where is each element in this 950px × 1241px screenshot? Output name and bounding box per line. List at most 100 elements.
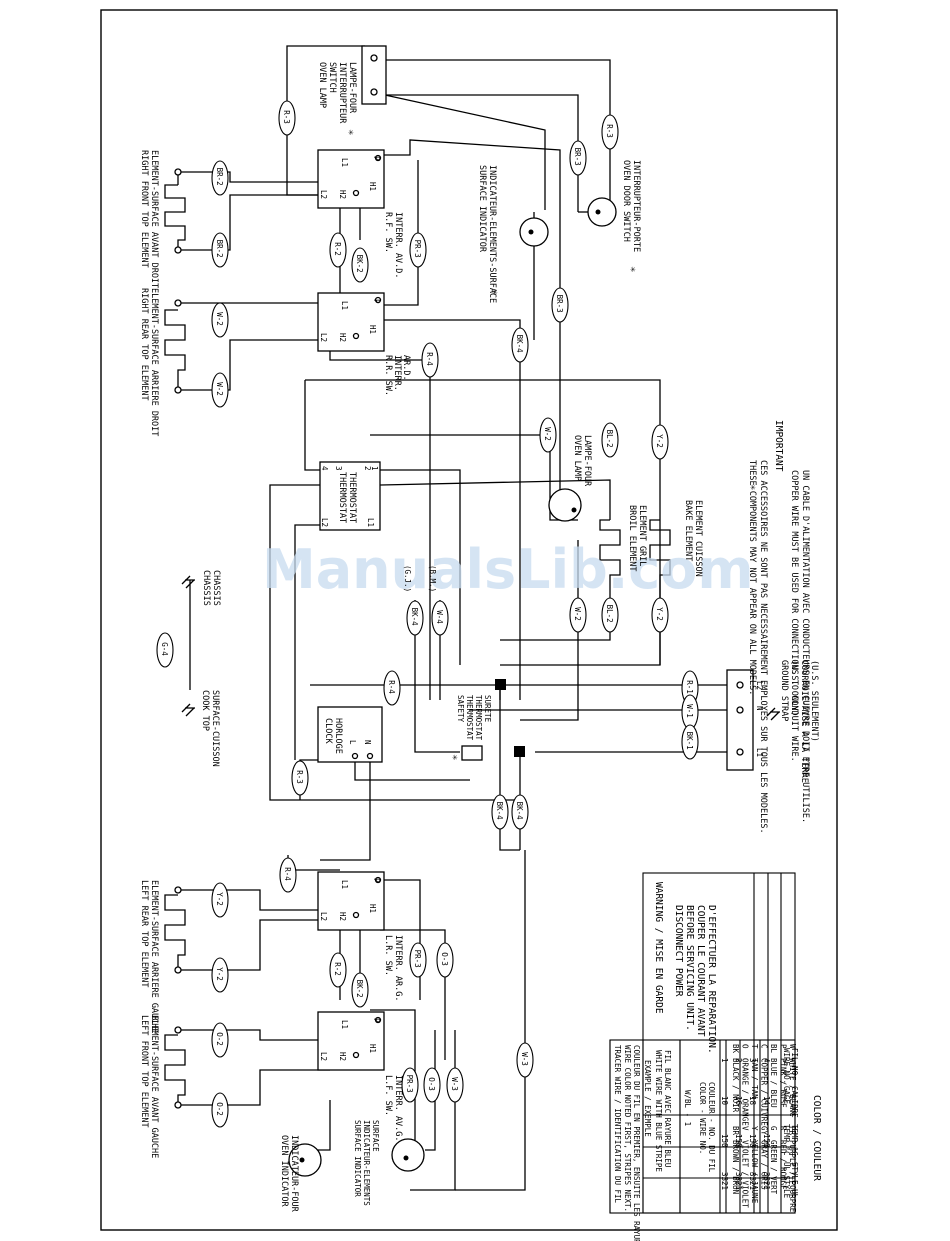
wire-tag-bk1 <box>681 724 699 760</box>
left-rear-top-label-line-0: LEFT REAR TOP ELEMENT <box>139 880 149 987</box>
left-front-element-coil <box>164 1034 186 1105</box>
wire-tag-y2-a <box>651 424 669 460</box>
rr-switch-label-line-2: AR.D. <box>401 355 411 381</box>
wire-tag-bk2-rf <box>351 247 369 283</box>
diagram-border <box>100 9 838 1231</box>
wire-tag-br2-b <box>211 232 229 268</box>
wire-tag-w2-lamp <box>539 417 557 453</box>
tracer-example-line-line-1: FIL BLANC AVEC RAYURE BLEU <box>663 1050 672 1167</box>
legend-grid <box>609 872 796 1214</box>
safety-thermostat-label-line-2: THERMOSTAT <box>474 695 483 741</box>
wire-tag-g4-text: G-4 <box>160 642 169 656</box>
oven-indicator-label-line-1: INDICATEUR-FOUR <box>289 1135 299 1213</box>
color-right-code-2: Y <box>750 1126 759 1131</box>
junction-lower <box>514 746 525 757</box>
optional-note-asterisk: ✳ <box>750 482 756 493</box>
color-left-code-2: T <box>750 1044 759 1049</box>
faded-label-bm: (B.M.) <box>428 565 437 592</box>
wire-tag-r3-right-text: R-3 <box>605 124 614 138</box>
heating-elements <box>164 184 671 1105</box>
optional-note-line-0: THESE COMPONENTS MAY NOT APPEAR ON ALL M… <box>747 460 757 695</box>
warning-line-line-1: BEFORE SERVICING UNIT. <box>684 905 695 1031</box>
ground-strap-label-line-3: (U.S. SEULEMENT) <box>809 660 819 742</box>
gauge-cell-1-3: 3321 <box>748 1172 757 1190</box>
color-left-name-2: TAN / TAN <box>750 1058 759 1099</box>
important-note-line-1: UN CABLE D'ALIMENTATION AVEC CONDUCTEURS… <box>800 470 810 823</box>
junction-upper <box>495 679 506 690</box>
clock <box>317 706 383 763</box>
rr-term-h1: H1 <box>368 325 377 334</box>
wire-tag-w2-b <box>211 372 229 408</box>
wire-tag-w3-far-text: W-3 <box>520 1052 529 1066</box>
clock-term-l: L <box>348 740 357 745</box>
rf-term-l1: L1 <box>340 158 349 167</box>
wire-tag-pr3-lr-text: PR-3 <box>413 950 422 968</box>
wire-tag-r4-main-text: R-4 <box>387 680 396 694</box>
color-right-code-5: R <box>779 1126 788 1131</box>
lf-switch-label-line-1: INTERR. AV.G. <box>393 1075 403 1142</box>
cook-top-label-line-1: SURFACE-CUISSON <box>210 690 220 767</box>
oven-lamp-switch-label-line-1: SWITCH <box>327 62 337 93</box>
color-left-name-0: BLACK / NOIR <box>731 1058 740 1113</box>
gauge-cell-0-1: 14 <box>762 1096 771 1106</box>
surface-indicator-top-label-line-1: INDICATEUR-ELEMENTS-SURFACE <box>487 165 497 303</box>
terminal-l2: L2 <box>755 681 764 690</box>
color-left-name-3: COPPER / CUIVRE <box>760 1058 769 1126</box>
wire-tag-br2-a <box>211 160 229 196</box>
wire-tag-o3-lr-text: O-3 <box>440 952 449 966</box>
tracer-legend-line-line-0: COLOR - WIRE NO. <box>698 1082 707 1154</box>
broil-element-label-line-0: BROIL ELEMENT <box>627 505 637 572</box>
wire-tag-bl2-b-text: BL-2 <box>605 605 614 623</box>
wire-tag-w2-b-text: W-2 <box>215 382 224 396</box>
right-front-top-label-line-1: ELEMENT-SURFACE AVANT DROIT <box>149 150 159 288</box>
rr-term-l2: L2 <box>319 333 328 342</box>
wire-tag-br3-right <box>569 140 587 176</box>
color-right-name-0: BROWN / BRUN <box>731 1140 740 1194</box>
wire-tag-pr3-rf-text: PR-3 <box>413 240 422 258</box>
thermostat <box>319 461 381 531</box>
color-right-code-6: PR <box>788 1126 797 1136</box>
asterisk-safety-thermostat: ✳ <box>452 752 458 763</box>
rf-switch-label-line-0: R.F. SW. <box>383 212 393 253</box>
left-front-top-label-line-1: ELEMENT-SURFACE AVANT GAUCHE <box>149 1015 159 1158</box>
wire-tag-w2-a <box>211 302 229 338</box>
bake-element-label-line-1: ELEMENT CUISSON <box>693 500 703 577</box>
gauge-col-header-1: GAGE <box>782 1086 791 1105</box>
right-rear-top-label-line-1: ELEMENT-SURFACE ARRIERE DROIT <box>149 288 159 436</box>
wire-tag-y2-c-text: Y-2 <box>215 892 224 906</box>
tracer-example-title: EXAMPLE / EXEMPLE <box>643 1060 652 1137</box>
wire-tag-bk2-lr-text: BK-2 <box>355 980 364 998</box>
lr-term-l2: L2 <box>319 912 328 921</box>
color-left-code-0: BK <box>731 1044 740 1054</box>
color-left-code-3: C <box>760 1044 769 1049</box>
asterisk-surface-indicator: ✳ <box>492 287 498 298</box>
warning-line-line-0: DISCONNECT POWER <box>673 905 684 997</box>
wire-tag-pr3-lr <box>409 942 427 978</box>
gauge-col-header-2: TEMP °C <box>782 1124 791 1156</box>
wire-tag-w2-c <box>569 597 587 633</box>
faded-label-gj: (G.J.) <box>403 565 412 592</box>
wire-tag-bk4-low <box>491 794 509 830</box>
gauge-col-header-3: UL STYLE <box>782 1162 791 1199</box>
gauge-cell-1-2: 150 <box>748 1134 757 1148</box>
color-right-name-5: RED / ROUGE <box>779 1140 788 1190</box>
wire-tag-bk4-mid <box>406 600 424 636</box>
wire-tag-pr3-lf-text: PR-3 <box>405 1075 414 1093</box>
wire-tag-r3-top <box>278 100 296 136</box>
asterisk-oven-lamp-switch: ✳ <box>348 127 354 138</box>
wire-tag-r3-clock-text: R-3 <box>295 770 304 784</box>
rf-term-l2: L2 <box>319 190 328 199</box>
wire-tag-o2-b-text: O-2 <box>215 1102 224 1116</box>
color-left-name-5: PINK / ROSE <box>779 1058 788 1108</box>
gauge-cell-3-2: 150 <box>720 1134 729 1148</box>
lf-switch-label-line-0: L.F. SW. <box>383 1075 393 1116</box>
wire-tag-w3-far <box>516 1042 534 1078</box>
rr-switch-label-line-0: R.R. SW. <box>383 355 393 396</box>
oven-lamp <box>548 488 582 522</box>
wire-tag-bk1-text: BK-1 <box>685 732 694 750</box>
wire-tag-r3-top-text: R-3 <box>282 110 291 124</box>
lr-term-l1: L1 <box>340 880 349 889</box>
wire-tag-w2-a-text: W-2 <box>215 312 224 326</box>
ground-symbols <box>181 575 780 721</box>
tracer-line-line-1: COULEUR DU FIL EN PREMIER, ENSUITE LES R… <box>632 1045 641 1241</box>
